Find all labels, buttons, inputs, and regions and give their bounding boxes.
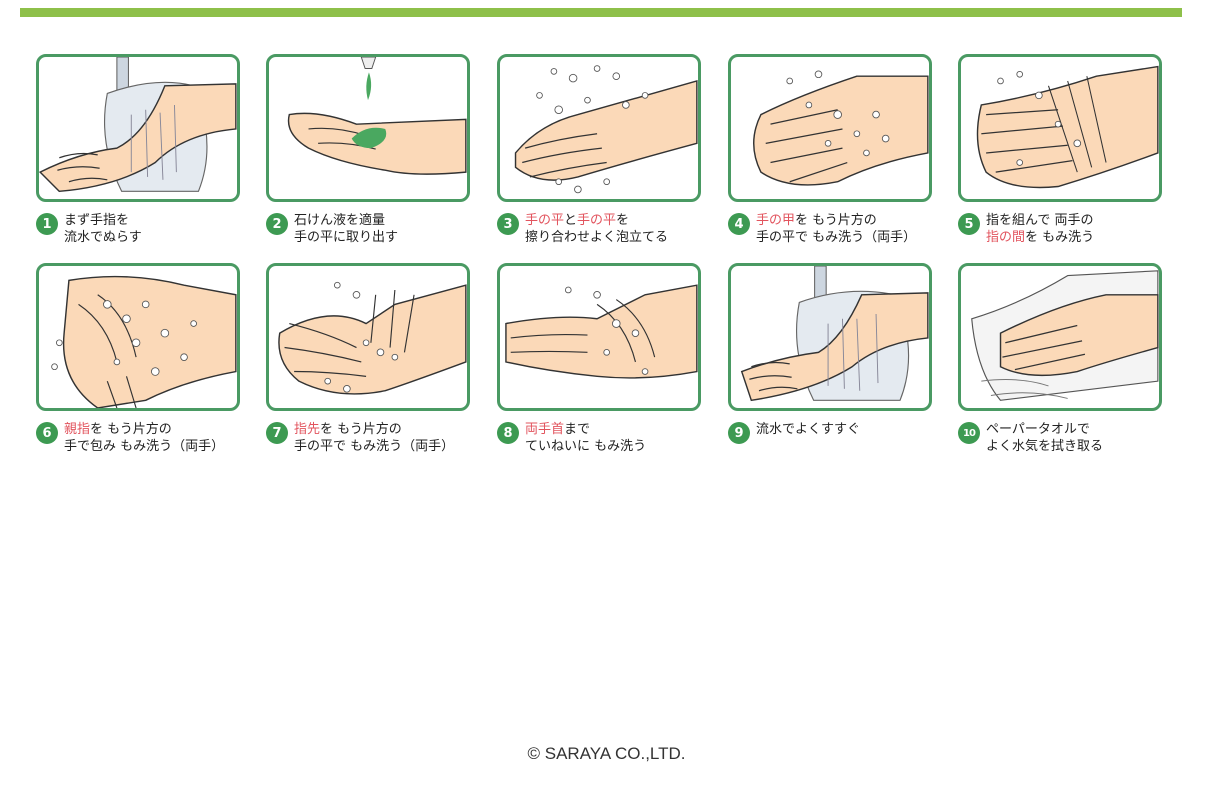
step-instruction: 指を組んで 両手の指の間を もみ洗う: [986, 212, 1094, 246]
step-2-illustration: [266, 54, 470, 202]
copyright-notice: © SARAYA CO.,LTD.: [527, 744, 686, 763]
instruction-text: を もう片方の: [320, 422, 402, 437]
instruction-text: 手の平で もみ洗う（両手）: [294, 439, 455, 454]
instruction-text: 流水でよくすすぐ: [756, 422, 861, 437]
step-2: 2 石けん液を適量手の平に取り出す: [266, 54, 476, 246]
step-5-illustration: [958, 54, 1162, 202]
highlighted-text: 親指: [64, 422, 91, 437]
instruction-text: 手の平で もみ洗う（両手）: [756, 230, 917, 245]
step-6-illustration: [36, 263, 240, 411]
step-number-badge: 10: [958, 422, 980, 444]
instruction-text: 手で包み もみ洗う（両手）: [64, 439, 225, 454]
step-number-badge: 5: [958, 213, 980, 235]
step-10-illustration: [958, 263, 1162, 411]
step-6: 6 親指を もう片方の手で包み もみ洗う（両手）: [36, 263, 246, 455]
instruction-text: を もみ洗う: [1025, 230, 1095, 245]
step-number-badge: 9: [728, 422, 750, 444]
step-7: 7 指先を もう片方の手の平で もみ洗う（両手）: [266, 263, 476, 455]
step-instruction: 指先を もう片方の手の平で もみ洗う（両手）: [294, 421, 454, 455]
instruction-text: を: [616, 213, 630, 228]
step-instruction: 手の平と手の平を擦り合わせよく泡立てる: [525, 212, 668, 246]
step-instruction: 両手首までていねいに もみ洗う: [525, 421, 646, 455]
step-number-badge: 2: [266, 213, 288, 235]
step-7-illustration: [266, 263, 470, 411]
instruction-text: 擦り合わせよく泡立てる: [525, 230, 669, 245]
highlighted-text: 指の間: [986, 230, 1026, 245]
instruction-text: 手の平に取り出す: [294, 230, 399, 245]
instruction-text: を もう片方の: [90, 422, 172, 437]
step-8: 8 両手首までていねいに もみ洗う: [497, 263, 707, 455]
step-4: 4 手の甲を もう片方の手の平で もみ洗う（両手）: [728, 54, 938, 246]
step-instruction: 石けん液を適量手の平に取り出す: [294, 212, 398, 246]
step-4-illustration: [728, 54, 932, 202]
step-3: 3 手の平と手の平を擦り合わせよく泡立てる: [497, 54, 707, 246]
step-number-badge: 8: [497, 422, 519, 444]
instruction-text: 指を組んで 両手の: [986, 213, 1094, 228]
step-instruction: 流水でよくすすぐ: [756, 421, 860, 438]
instruction-text: 流水でぬらす: [64, 230, 142, 245]
step-9: 9 流水でよくすすぐ: [728, 263, 938, 444]
highlighted-text: 両手首: [525, 422, 565, 437]
instruction-text: まず手指を: [64, 213, 130, 228]
step-number-badge: 4: [728, 213, 750, 235]
highlighted-text: 指先: [294, 422, 321, 437]
highlighted-text: 手の平: [577, 213, 617, 228]
step-3-illustration: [497, 54, 701, 202]
highlighted-text: 手の平: [525, 213, 565, 228]
instruction-text: 石けん液を適量: [294, 213, 386, 228]
step-8-illustration: [497, 263, 701, 411]
step-number-badge: 1: [36, 213, 58, 235]
step-instruction: ペーパータオルでよく水気を拭き取る: [986, 421, 1103, 455]
highlighted-text: 手の甲: [756, 213, 796, 228]
step-number-badge: 3: [497, 213, 519, 235]
step-number-badge: 7: [266, 422, 288, 444]
step-instruction: 手の甲を もう片方の手の平で もみ洗う（両手）: [756, 212, 916, 246]
step-9-illustration: [728, 263, 932, 411]
instruction-text: ペーパータオルで: [986, 422, 1090, 437]
instruction-text: ていねいに もみ洗う: [525, 439, 647, 454]
instruction-text: よく水気を拭き取る: [986, 439, 1104, 454]
instruction-text: まで: [564, 422, 591, 437]
step-number-badge: 6: [36, 422, 58, 444]
instruction-text: と: [564, 213, 578, 228]
instruction-text: を もう片方の: [795, 213, 877, 228]
step-instruction: 親指を もう片方の手で包み もみ洗う（両手）: [64, 421, 224, 455]
step-1-illustration: [36, 54, 240, 202]
step-5: 5 指を組んで 両手の指の間を もみ洗う: [958, 54, 1168, 246]
top-accent-bar: [20, 8, 1182, 17]
step-1: 1 まず手指を流水でぬらす: [36, 54, 246, 246]
step-instruction: まず手指を流水でぬらす: [64, 212, 142, 246]
step-10: 10 ペーパータオルでよく水気を拭き取る: [958, 263, 1168, 455]
